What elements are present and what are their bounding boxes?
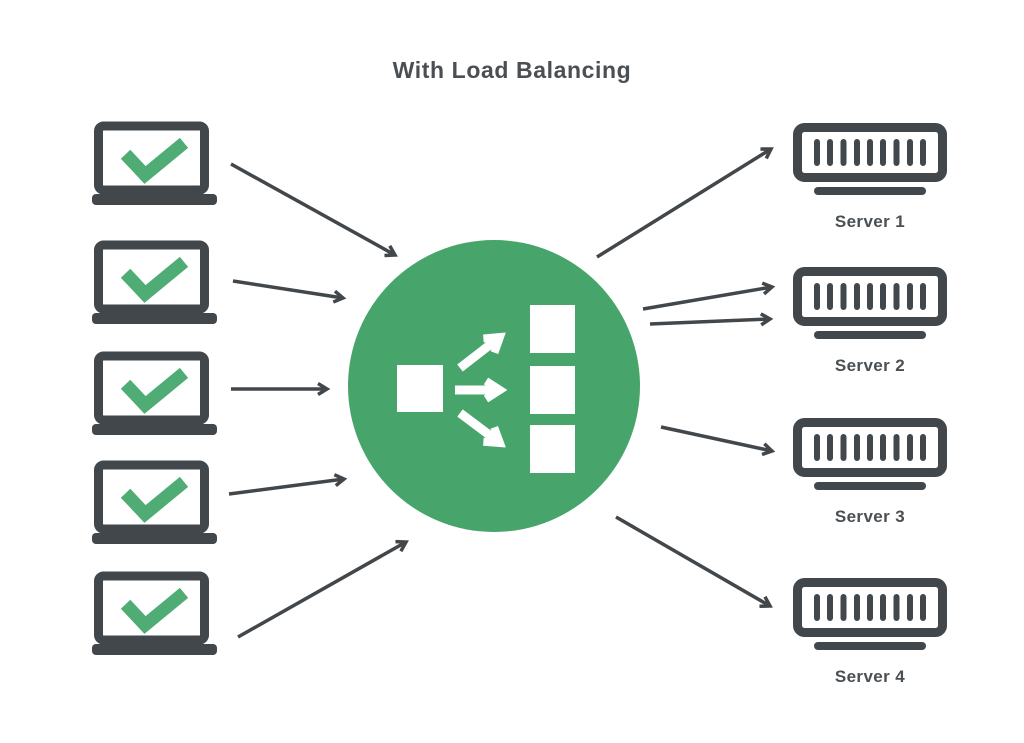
checkmark-icon <box>120 367 189 414</box>
load-balancer-icon <box>397 305 575 473</box>
laptop-check-icon <box>92 240 217 324</box>
laptop-check-icon <box>92 121 217 205</box>
client-laptop-2 <box>92 240 218 325</box>
checkmark-icon <box>120 476 189 523</box>
checkmark-icon <box>120 137 189 184</box>
distribute-arrow-down-icon <box>457 409 500 443</box>
client-laptop-1 <box>92 121 218 206</box>
arrow-client-4-to-load-balancer <box>228 473 348 496</box>
server-node-4: Server 4 <box>793 578 947 687</box>
server-icon <box>793 123 947 195</box>
diagram-title: With Load Balancing <box>392 57 632 83</box>
server-icon <box>793 418 947 490</box>
server-node-2: Server 2 <box>793 267 947 376</box>
client-laptop-5 <box>92 571 218 656</box>
server-icon <box>793 267 947 339</box>
load-balancer-node <box>348 240 640 532</box>
laptop-check-icon <box>92 351 217 435</box>
server-label: Server 1 <box>834 212 906 231</box>
server-label: Server 3 <box>834 507 906 526</box>
server-label: Server 2 <box>834 356 906 375</box>
server-label: Server 4 <box>834 667 906 686</box>
arrow-client-2-to-load-balancer <box>232 279 347 304</box>
laptop-check-icon <box>92 571 217 655</box>
arrow-client-5-to-load-balancer <box>237 539 409 639</box>
arrow-load-balancer-to-server-2a <box>642 281 776 311</box>
distribute-arrow-up-icon <box>457 337 500 372</box>
checkmark-icon <box>120 587 189 634</box>
client-laptop-4 <box>92 460 218 545</box>
server-node-1: Server 1 <box>793 123 947 232</box>
checkmark-icon <box>120 256 189 303</box>
arrow-load-balancer-to-server-3 <box>660 425 776 457</box>
laptop-check-icon <box>92 460 217 544</box>
arrow-load-balancer-to-server-2b <box>649 312 774 327</box>
client-laptop-3 <box>92 351 218 436</box>
server-icon <box>793 578 947 650</box>
server-node-3: Server 3 <box>793 418 947 527</box>
